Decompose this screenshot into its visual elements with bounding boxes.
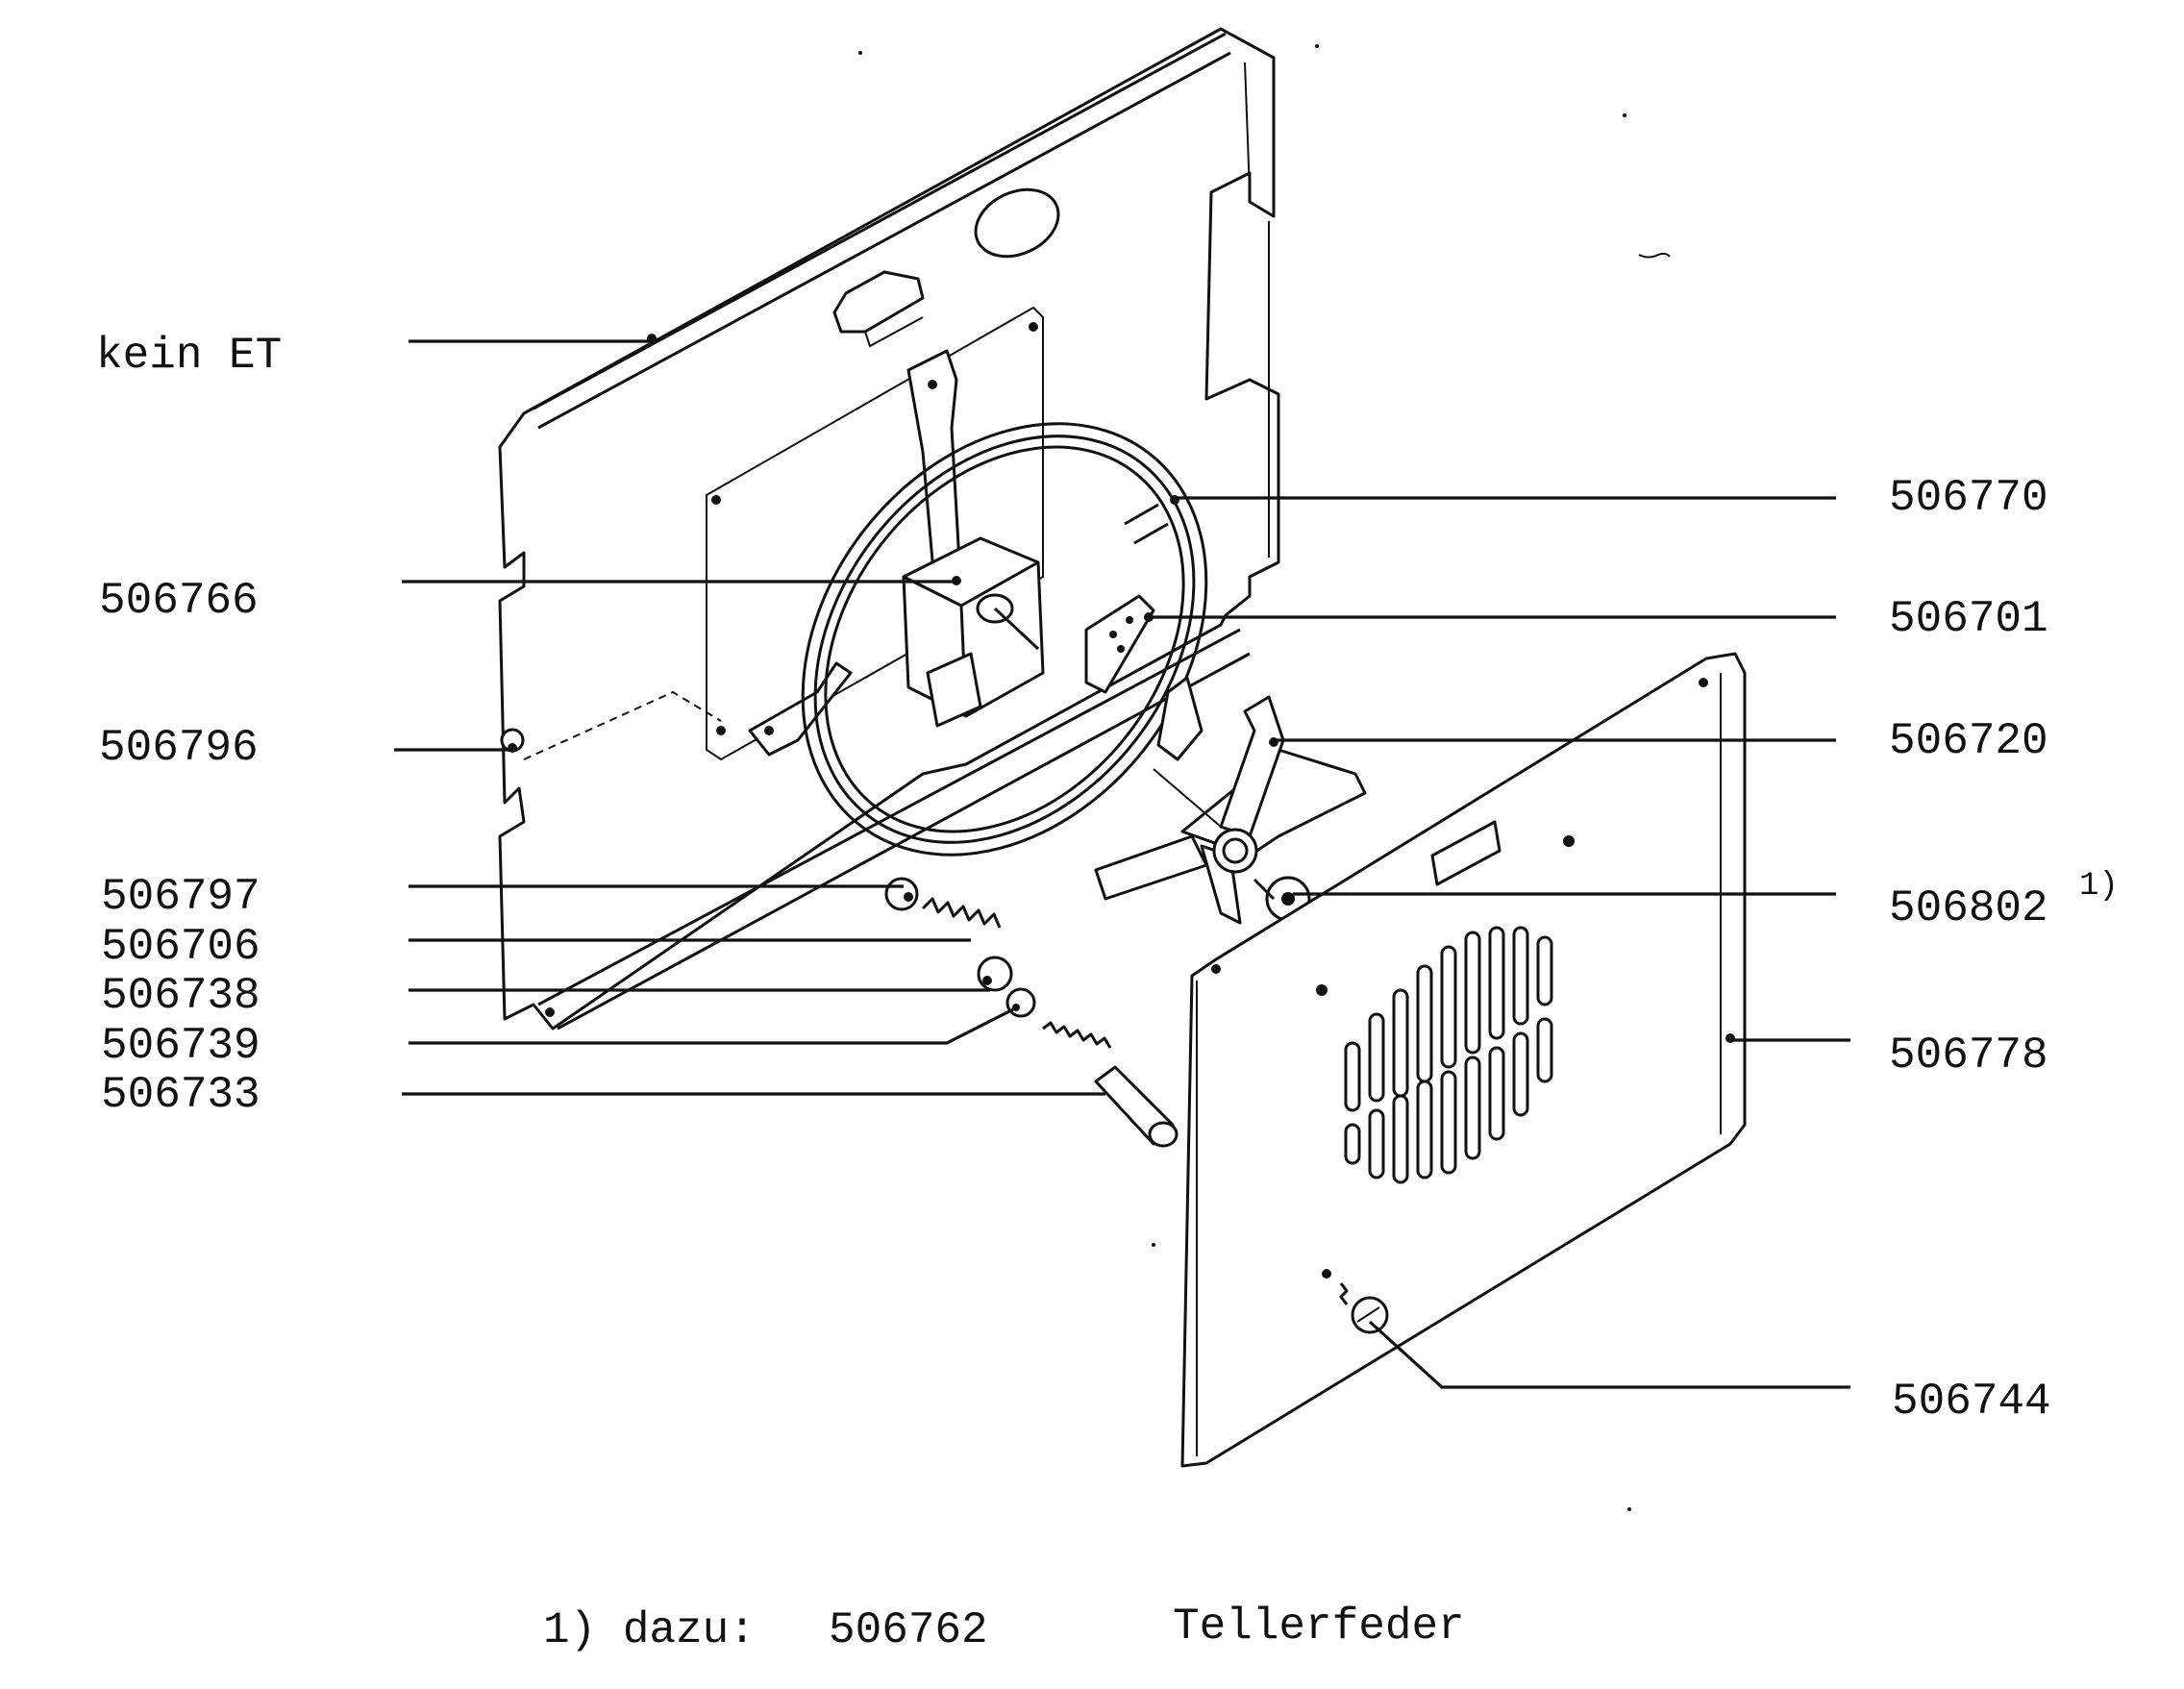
label-506706: 506706 (101, 922, 261, 972)
leader-506744 (1368, 1320, 1850, 1389)
front-cover (1180, 652, 1747, 1468)
fan-wheel (1094, 676, 1367, 925)
label-506733: 506733 (101, 1070, 261, 1120)
label-506720: 506720 (1889, 716, 2048, 766)
footnote: 1) dazu: 506762 Tellerfeder (543, 1602, 1465, 1655)
vent-slots (1344, 926, 1553, 1184)
footnote-part-name: Tellerfeder (1173, 1602, 1465, 1652)
washer-506797 (884, 877, 919, 911)
leader-lines (394, 334, 1850, 1389)
label-506778: 506778 (1889, 1031, 2048, 1080)
cover-screw (1351, 1296, 1389, 1334)
label-kein-et: kein ET (96, 331, 282, 381)
washer-506739 (1005, 987, 1036, 1018)
spring-506706 (921, 897, 1002, 929)
label-506797: 506797 (101, 872, 261, 922)
back-plate (498, 27, 1280, 1031)
label-506766: 506766 (99, 576, 259, 626)
part-labels: kein ET 506766 506796 506797 506706 5067… (96, 331, 2119, 1427)
label-506744: 506744 (1892, 1377, 2051, 1427)
label-506701: 506701 (1889, 594, 2048, 644)
threaded-rod (1042, 1021, 1112, 1049)
footnote-part-number: 506762 (829, 1605, 988, 1655)
leader-506739 (409, 1006, 1018, 1045)
label-506770: 506770 (1889, 473, 2048, 523)
hardware-stack (500, 690, 1179, 1148)
label-506739: 506739 (101, 1021, 261, 1071)
ring-heater (801, 422, 1208, 857)
label-506802: 506802 (1889, 883, 2048, 933)
terminal-block (1084, 594, 1155, 694)
label-506738: 506738 (101, 971, 261, 1021)
footnote-marker: 1) dazu: (543, 1605, 756, 1655)
label-506802-footnote-marker: 1) (2079, 868, 2119, 905)
washer-506738 (977, 956, 1013, 992)
label-506796: 506796 (99, 723, 259, 773)
